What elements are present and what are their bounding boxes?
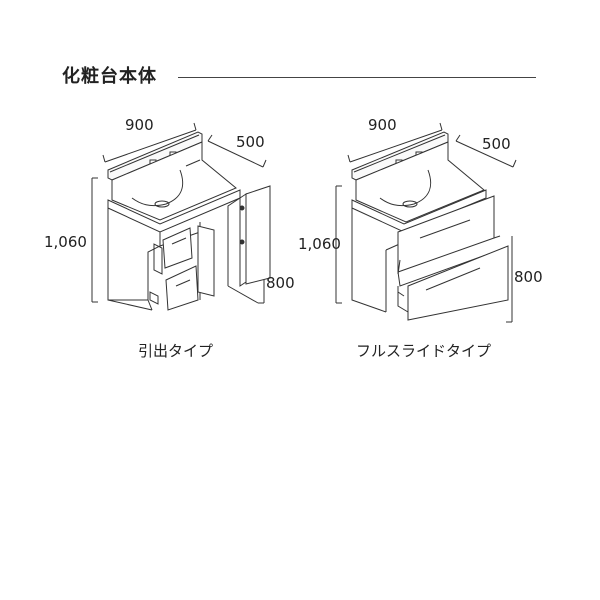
left-depth-label: 500: [236, 133, 265, 151]
lower-drawer: [408, 246, 508, 320]
right-caption: フルスライドタイプ: [356, 342, 492, 360]
left-width-label: 900: [125, 116, 154, 134]
section-title: 化粧台本体: [62, 66, 157, 87]
left-depth-dimension-line: [208, 141, 263, 167]
left-caption: 引出タイプ: [138, 342, 214, 360]
left-vanity-drawing: [92, 123, 270, 310]
title-divider: [178, 77, 536, 78]
right-depth-dimension-line: [456, 141, 513, 167]
right-vanity-drawing: [336, 123, 516, 322]
right-counter-height-label: 800: [514, 268, 543, 286]
right-height-label: 1,060: [298, 235, 341, 253]
left-counter-height-label: 800: [266, 274, 295, 292]
right-depth-label: 500: [482, 135, 511, 153]
left-height-label: 1,060: [44, 233, 87, 251]
right-width-label: 900: [368, 116, 397, 134]
left-width-dimension-line: [105, 130, 196, 162]
right-width-dimension-line: [350, 130, 442, 162]
